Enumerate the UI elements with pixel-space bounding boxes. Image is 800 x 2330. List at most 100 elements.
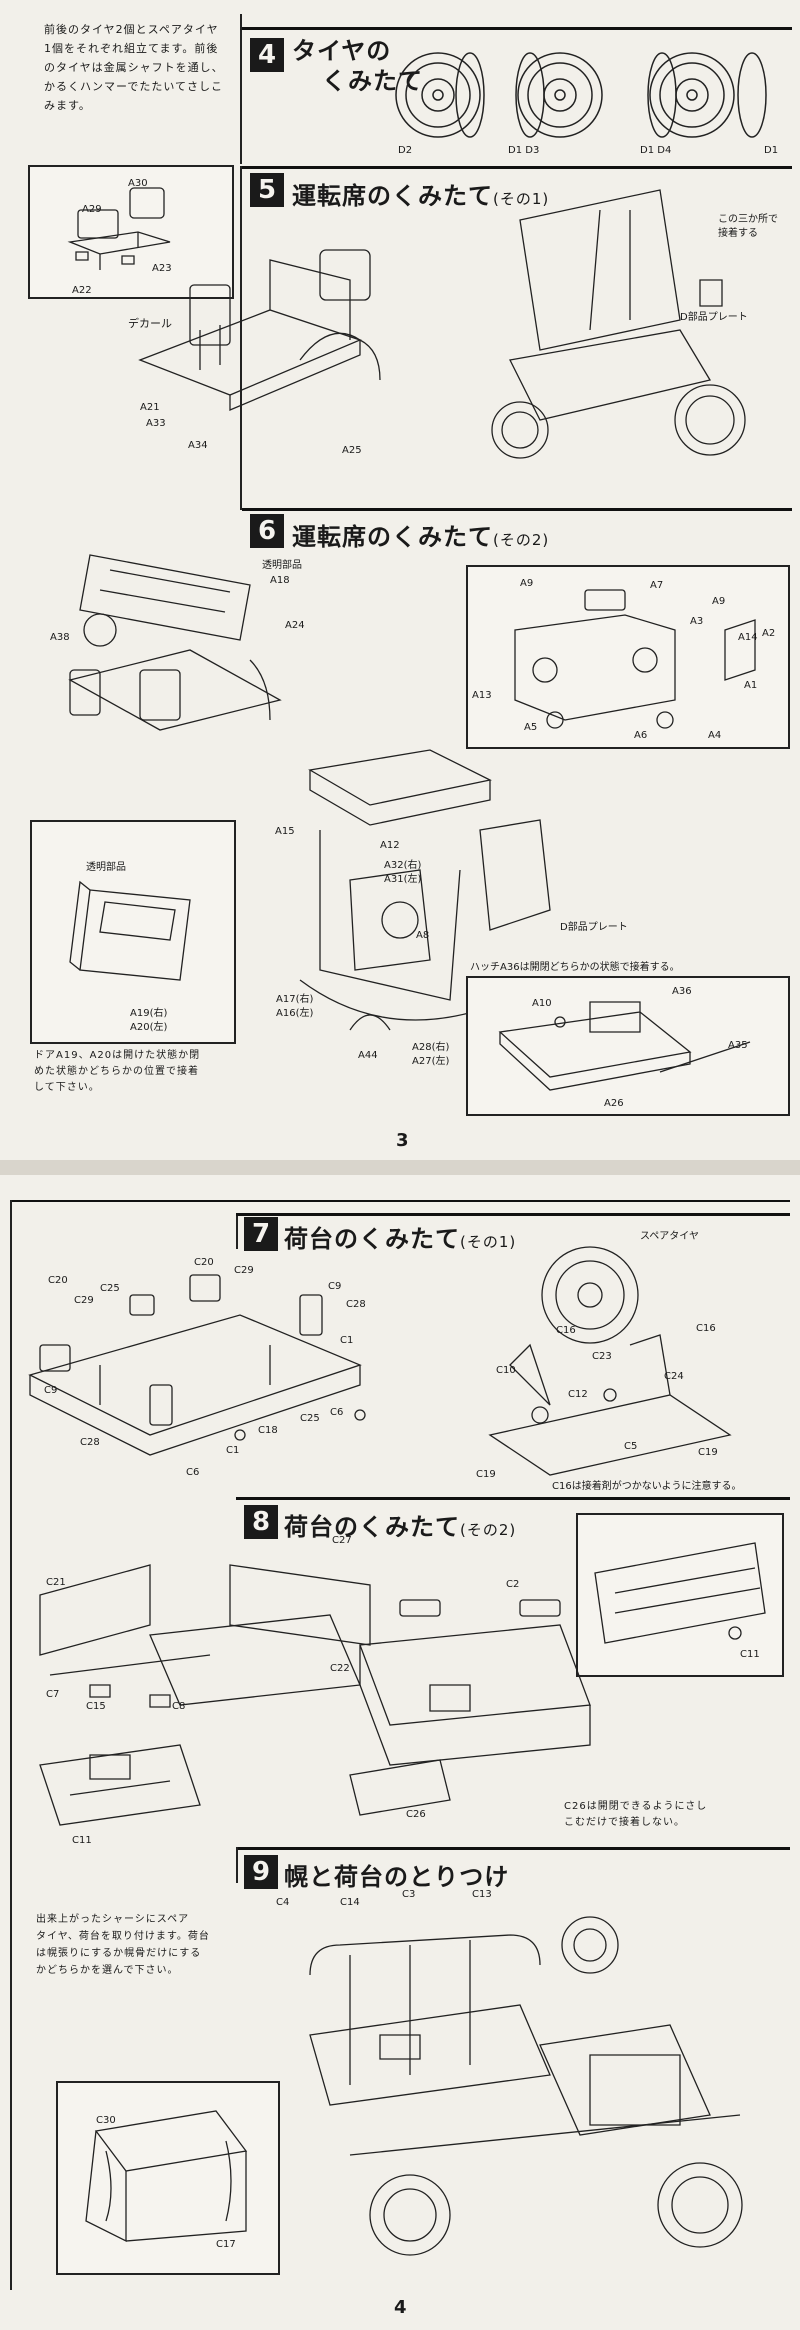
label-a33: A33: [146, 418, 166, 429]
label-a27: A27(左): [412, 1056, 450, 1067]
step8-note: C26は開閉できるようにさし こむだけで接着しない。: [564, 1799, 707, 1831]
label-c16: C16: [556, 1325, 576, 1336]
step6-title-sub: (その2): [492, 531, 550, 549]
step8-number: 8: [244, 1505, 278, 1539]
label-c11b: C11: [740, 1649, 760, 1660]
label-a14: A14: [738, 632, 758, 643]
label-a25: A25: [342, 445, 362, 456]
column-divider-2: [240, 166, 242, 510]
step5-title-sub: (その1): [492, 190, 550, 208]
cab-assembly-drawing: [480, 180, 780, 460]
door-drawing: [50, 870, 210, 1000]
label-d1-d3: D1 D3: [508, 145, 540, 156]
label-a31: A31(左): [384, 874, 422, 885]
label-c6b: C6: [186, 1467, 200, 1478]
glue-note-1: この三か所で: [718, 214, 778, 225]
canopy-box: [56, 2081, 280, 2275]
instruction-page-3: 前後のタイヤ2個とスペアタイヤ 1個をそれぞれ組立てます。前後 のタイヤは金属シ…: [0, 0, 800, 1160]
label-a18: A18: [270, 575, 290, 586]
hatch-drawing: [480, 982, 780, 1102]
label-c20b: C20: [194, 1257, 214, 1268]
label-c22: C22: [330, 1663, 350, 1674]
column-divider: [240, 14, 242, 164]
label-c6: C6: [330, 1407, 344, 1418]
label-a38: A38: [50, 632, 70, 643]
page-frame-left: [10, 1200, 12, 2290]
intro-line: みます。: [44, 99, 91, 112]
page-number-4: 4: [394, 2297, 407, 2318]
label-a22: A22: [72, 285, 92, 296]
door-box: [30, 820, 236, 1044]
label-a10: A10: [532, 998, 552, 1009]
step9-title: 幌と荷台のとりつけ: [284, 1863, 510, 1891]
cab-detail-box: [466, 565, 790, 749]
label-c1b: C1: [226, 1445, 240, 1456]
door-note: ドアA19、A20は開けた状態か閉 めた状態かどちらかの位置で接着 して下さい。: [34, 1048, 234, 1096]
page-gap: [0, 1160, 800, 1175]
decal-label: デカール: [128, 317, 172, 330]
tires-illustration: [0, 0, 800, 170]
label-a26: A26: [604, 1098, 624, 1109]
label-a24: A24: [285, 620, 305, 631]
label-a30: A30: [128, 178, 148, 189]
hatch-note: ハッチA36は開閉どちらかの状態で接着する。: [470, 962, 680, 973]
step4-title-line2: くみたて: [322, 67, 423, 95]
label-a35: A35: [728, 1040, 748, 1051]
step8-title-text: 荷台のくみたて: [284, 1513, 460, 1541]
step6-rule: [242, 508, 792, 511]
step6-title-text: 運転席のくみたて: [292, 523, 493, 551]
step7-note: C16は接着剤がつかないように注意する。: [552, 1481, 742, 1492]
step5-title: 運転席のくみたて(その1): [292, 176, 549, 211]
step9-intro-line: は幌張りにするか幌骨だけにする: [36, 1948, 202, 1959]
label-c20: C20: [48, 1275, 68, 1286]
label-a15: A15: [275, 826, 295, 837]
step8-note-line: こむだけで接着しない。: [564, 1817, 685, 1828]
tailgate-detail-drawing: [30, 1735, 210, 1835]
cargo-bed-assembly-drawing: [340, 1585, 600, 1805]
label-c1: C1: [340, 1335, 354, 1346]
cab-floor-drawing: [120, 220, 420, 450]
label-a6: A6: [634, 730, 648, 741]
step9-intro-line: かどちらかを選んで下さい。: [36, 1965, 179, 1976]
step9-number: 9: [244, 1855, 278, 1889]
label-c14: C14: [340, 1897, 360, 1908]
door-clear-parts-label: 透明部品: [86, 862, 126, 873]
step9-divider: [236, 1847, 238, 1883]
label-c27: C27: [332, 1535, 352, 1546]
final-assembly-drawing: [290, 1915, 770, 2275]
label-c21: C21: [46, 1577, 66, 1588]
step8-title: 荷台のくみたて(その2): [284, 1507, 516, 1542]
label-c28b: C28: [80, 1437, 100, 1448]
label-c9: C9: [328, 1281, 342, 1292]
intro-line: のタイヤは金属シャフトを通し、: [44, 61, 224, 74]
step8-note-line: C26は開閉できるようにさし: [564, 1801, 708, 1812]
label-c7: C7: [46, 1689, 60, 1700]
seat-subassembly-drawing: [30, 170, 230, 290]
label-a1: A1: [744, 680, 758, 691]
side-detail-box: [576, 1513, 784, 1677]
label-c24: C24: [664, 1371, 684, 1382]
label-c19b: C19: [476, 1469, 496, 1480]
step4-number: 4: [250, 38, 284, 72]
step7-number: 7: [244, 1217, 278, 1251]
label-c13: C13: [472, 1889, 492, 1900]
label-a44: A44: [358, 1050, 378, 1061]
label-c25b: C25: [300, 1413, 320, 1424]
label-a3: A3: [690, 616, 704, 627]
step9-intro-line: タイヤ、荷台を取り付けます。荷台: [36, 1931, 210, 1942]
step5-number: 5: [250, 173, 284, 207]
glue-note-2: 接着する: [718, 228, 758, 239]
label-a9: A9: [520, 578, 534, 589]
cab-body-drawing: [260, 730, 560, 1060]
label-a36: A36: [672, 986, 692, 997]
cab-detail-drawing: [475, 570, 775, 740]
label-c25: C25: [100, 1283, 120, 1294]
step6-title: 運転席のくみたて(その2): [292, 517, 549, 552]
windshield-drawing: [40, 540, 300, 760]
door-note-line: して下さい。: [34, 1082, 100, 1093]
page-number-3: 3: [396, 1130, 409, 1151]
label-a2: A2: [762, 628, 776, 639]
label-a28: A28(右): [412, 1042, 450, 1053]
label-c30: C30: [96, 2115, 116, 2126]
intro-text: 前後のタイヤ2個とスペアタイヤ 1個をそれぞれ組立てます。前後 のタイヤは金属シ…: [44, 20, 234, 115]
